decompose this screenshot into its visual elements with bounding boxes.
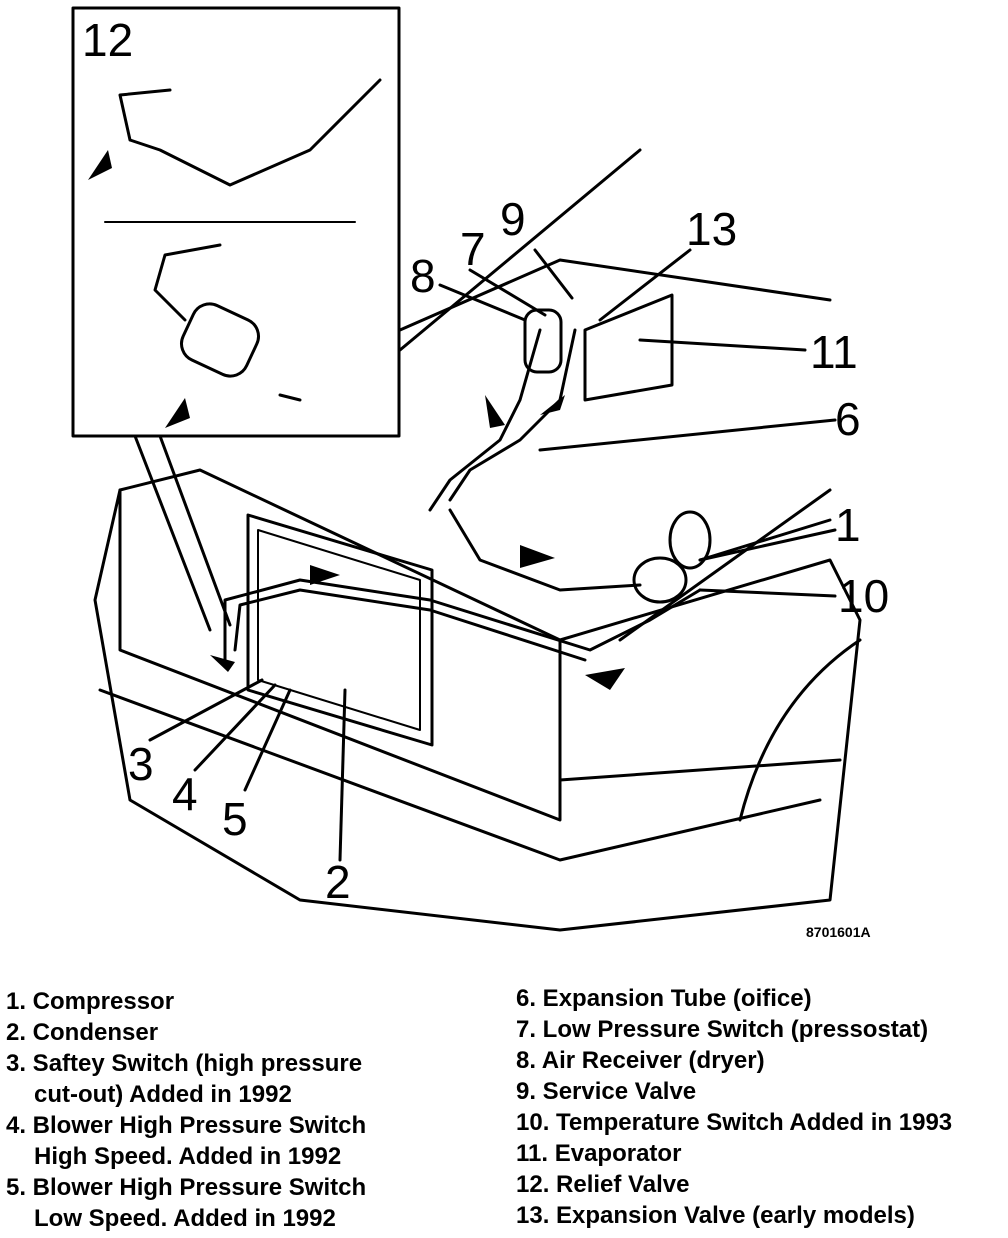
legend-text: 1. Compressor [6, 988, 175, 1015]
inset-frame [71, 6, 401, 438]
dryer-canister [523, 308, 563, 374]
hood-edge-2 [698, 518, 832, 562]
legend-text-cont: cut-out) Added in 1992 [34, 1081, 292, 1108]
legend-item: 7. Low Pressure Switch (pressostat) [516, 1014, 952, 1045]
leader-1 [698, 528, 837, 562]
legend-text: 5. Blower High Pressure Switch [6, 1174, 367, 1201]
legend-text: 8. Air Receiver (dryer) [516, 1047, 765, 1074]
leader-8 [438, 283, 527, 322]
legend-text: 9. Service Valve [516, 1078, 697, 1105]
compressor-pulley [632, 556, 688, 604]
legend-text: 6. Expansion Tube (oifice) [516, 985, 812, 1012]
refrigerant-line-b [233, 588, 587, 662]
flow-arrow-icon [485, 395, 505, 428]
windshield-line [398, 148, 642, 352]
car-fender [558, 638, 842, 782]
car-front-bumper [93, 468, 862, 932]
figure-code: 8701601A [806, 924, 871, 940]
inset-leader [133, 434, 212, 632]
legend-item: 13. Expansion Valve (early models) [516, 1200, 952, 1231]
legend-item: 1. Compressor [6, 986, 366, 1017]
refrigerant-line-a [223, 578, 702, 662]
callout-13: 13 [686, 203, 737, 255]
leader-9 [533, 248, 574, 300]
legend-item: 6. Expansion Tube (oifice) [516, 983, 952, 1014]
hood-edge [618, 488, 832, 642]
leader-4 [193, 683, 277, 772]
callout-1: 1 [835, 499, 861, 551]
inset-leader-2 [158, 434, 232, 627]
leader-7 [468, 268, 547, 317]
callout-4: 4 [172, 768, 198, 820]
legend-text: 12. Relief Valve [516, 1171, 690, 1198]
refrigerant-line-e [448, 508, 642, 592]
flow-arrow-icon [165, 398, 190, 428]
inset-pipe-top [118, 78, 382, 187]
legend-text: 7. Low Pressure Switch (pressostat) [516, 1016, 929, 1043]
leader-6 [538, 418, 837, 452]
leader-2 [338, 688, 347, 862]
callout-3: 3 [128, 738, 154, 790]
refrigerant-line-d [448, 328, 577, 502]
flow-arrow-icon [520, 545, 555, 568]
inset-relief-valve [180, 302, 260, 378]
callout-7: 7 [460, 223, 486, 275]
leader-11 [638, 338, 807, 352]
compressor-body [668, 510, 712, 570]
evaporator-box [583, 293, 674, 402]
callout-11: 11 [810, 326, 858, 378]
leader-13 [598, 248, 692, 322]
callout-2: 2 [325, 856, 351, 908]
flow-arrow-icon [540, 395, 565, 415]
callout-5: 5 [222, 793, 248, 845]
callout-8: 8 [410, 250, 436, 302]
legend-item: 12. Relief Valve [516, 1169, 952, 1200]
legend-left: 1. Compressor 2. Condenser 3. Saftey Swi… [6, 986, 366, 1234]
legend-item: 2. Condenser [6, 1017, 366, 1048]
inset-pipe-bottom [153, 243, 302, 402]
legend-text: 3. Saftey Switch (high pressure [6, 1050, 363, 1077]
condenser-inner [257, 529, 421, 731]
car-wheel-arch [738, 638, 862, 822]
ac-system-diagram: 12 9 13 8 7 11 6 1 10 3 4 5 2 8701601A [71, 6, 889, 940]
legend-item: 9. Service Valve [516, 1076, 952, 1107]
legend-text-cont: Low Speed. Added in 1992 [34, 1205, 336, 1232]
flow-arrow-icon [88, 150, 112, 180]
callout-9: 9 [500, 193, 526, 245]
leader-10 [698, 588, 837, 598]
leader-3 [148, 678, 264, 742]
legend-item: 3. Saftey Switch (high pressure cut-out) … [6, 1048, 366, 1110]
legend-item: 8. Air Receiver (dryer) [516, 1045, 952, 1076]
legend-right: 6. Expansion Tube (oifice) 7. Low Pressu… [516, 983, 952, 1231]
flow-arrow-icon [310, 565, 340, 585]
callout-10: 10 [838, 570, 889, 622]
legend-item: 11. Evaporator [516, 1138, 952, 1169]
leader-5 [243, 688, 292, 792]
legend-text: 13. Expansion Valve (early models) [516, 1202, 915, 1229]
condenser-body [246, 513, 434, 747]
callout-12: 12 [82, 14, 133, 66]
legend-text: 2. Condenser [6, 1019, 159, 1046]
callout-6: 6 [835, 393, 861, 445]
flow-arrow-icon [585, 668, 625, 690]
car-lower-bumper [98, 688, 822, 862]
flow-arrow-icon [210, 655, 235, 672]
legend-text-cont: High Speed. Added in 1992 [34, 1143, 342, 1170]
legend-text: 10. Temperature Switch Added in 1993 [516, 1109, 953, 1136]
legend-item: 10. Temperature Switch Added in 1993 [516, 1107, 952, 1138]
legend-text: 11. Evaporator [516, 1140, 682, 1167]
refrigerant-line-c [428, 328, 542, 512]
legend-text: 4. Blower High Pressure Switch [6, 1112, 367, 1139]
